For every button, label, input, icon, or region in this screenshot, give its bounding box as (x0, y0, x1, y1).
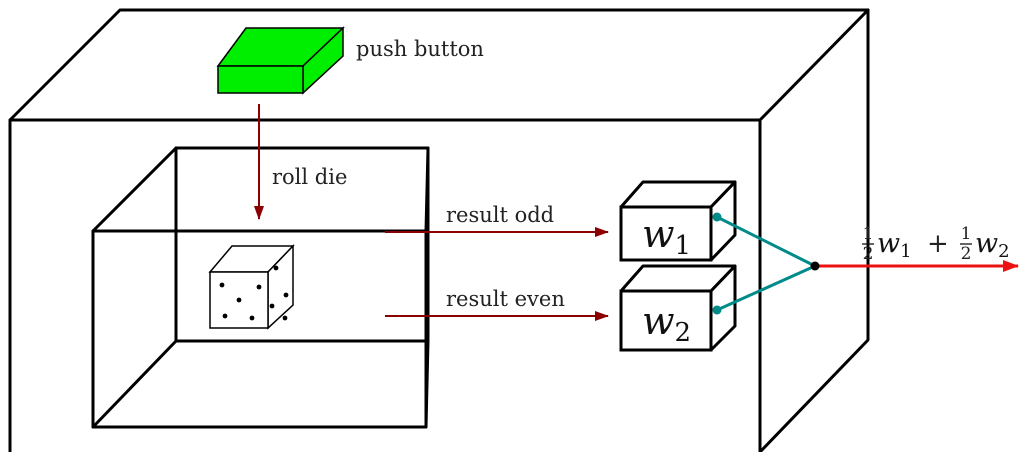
output-term2: w2 (975, 228, 1010, 262)
roll-die-label: roll die (272, 165, 347, 189)
w1-port (712, 212, 722, 222)
push-button-label: push button (356, 37, 484, 61)
w1-box (619, 180, 737, 262)
output-term1: w1 (877, 228, 912, 262)
w2-box (619, 264, 737, 352)
output-plus: + (927, 229, 949, 259)
junction-point (810, 261, 820, 271)
w1-label: w1 (642, 212, 691, 261)
result-even-label: result even (446, 287, 565, 311)
die-icon (208, 244, 295, 330)
w2-label: w2 (642, 299, 691, 348)
output-frac2-den: 2 (961, 244, 972, 264)
result-odd-label: result odd (446, 203, 554, 227)
output-frac1-den: 2 (863, 244, 874, 264)
inner-die-chamber (91, 146, 430, 429)
output-frac2-num: 1 (961, 224, 972, 244)
combiner-connector (712, 212, 816, 315)
output-formula: 1 2 w1 + 1 2 w2 (862, 224, 1010, 264)
push-button[interactable] (216, 26, 345, 95)
output-frac1-num: 1 (863, 224, 874, 244)
w2-port (712, 305, 722, 315)
